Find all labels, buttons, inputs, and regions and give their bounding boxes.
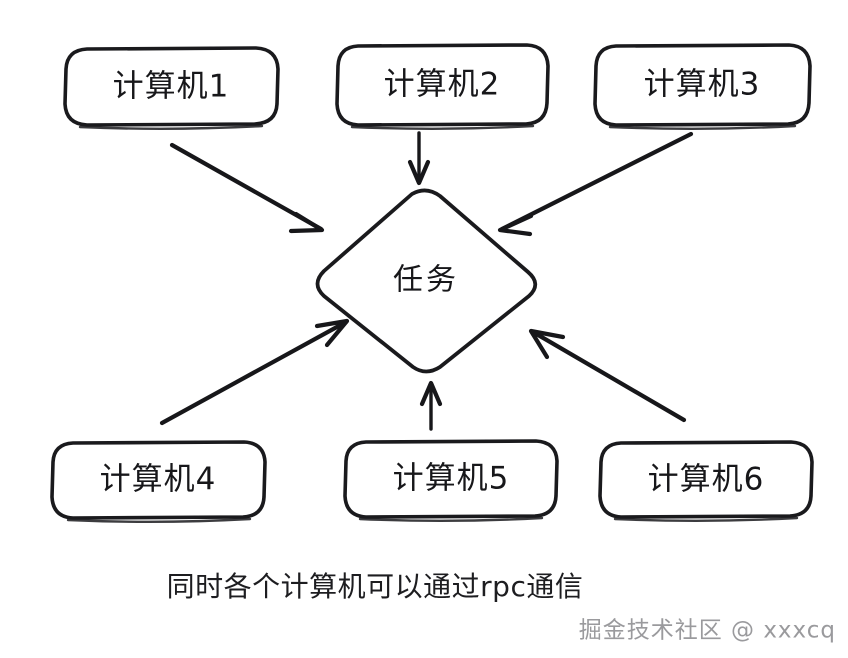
node-computer-2-outline: [335, 43, 550, 127]
edge-computer-3-to-task-line: [499, 131, 694, 232]
edge-computer-3-to-task-arrowhead: [497, 213, 534, 237]
diagram-caption: 同时各个计算机可以通过rpc通信: [167, 570, 584, 603]
node-computer-6-outline: [598, 440, 814, 519]
edge-computer-2-to-task: [407, 131, 431, 186]
node-computer-4[interactable]: 计算机4: [50, 440, 267, 523]
edge-computer-4-to-task-line: [159, 319, 349, 426]
node-computer-2-sketch-shadow: [350, 124, 535, 130]
edge-computer-5-to-task: [419, 380, 443, 431]
node-computer-6[interactable]: 计算机6: [598, 440, 814, 522]
node-computer-3-label: 计算机3: [644, 67, 761, 103]
node-computer-2[interactable]: 计算机2: [335, 43, 550, 130]
node-computer-1-outline: [63, 46, 280, 127]
node-computer-1[interactable]: 计算机1: [63, 46, 280, 130]
node-computer-3[interactable]: 计算机3: [593, 43, 812, 130]
node-computer-1-sketch-shadow: [78, 124, 264, 130]
edge-computer-6-to-task: [528, 328, 687, 423]
node-task[interactable]: 任务: [315, 188, 538, 374]
edge-computer-6-to-task-line: [530, 329, 687, 423]
watermark-label: 掘金技术社区 @ xxxcq: [579, 618, 836, 644]
node-computer-6-sketch-shadow: [613, 516, 799, 522]
edge-computer-4-to-task-arrowhead: [314, 318, 350, 348]
node-computer-4-outline: [50, 440, 267, 520]
edge-computer-3-to-task: [497, 131, 694, 237]
node-computer-4-label: 计算机4: [100, 462, 217, 498]
edge-computer-6-to-task-arrowhead: [528, 328, 566, 360]
node-task-label: 任务: [393, 263, 459, 298]
node-computer-5[interactable]: 计算机5: [343, 439, 559, 522]
edge-computer-1-to-task: [169, 142, 325, 234]
node-computer-5-label: 计算机5: [393, 461, 510, 497]
edge-computer-1-to-task-arrowhead: [288, 211, 325, 234]
node-task-outline: [315, 188, 538, 374]
node-computer-3-sketch-shadow: [608, 124, 797, 130]
node-computer-1-label: 计算机1: [113, 69, 230, 105]
edge-computer-2-to-task-arrowhead: [407, 159, 431, 186]
node-computer-2-label: 计算机2: [384, 67, 501, 103]
node-computer-4-sketch-shadow: [66, 517, 252, 523]
edge-computer-5-to-task-arrowhead: [419, 380, 443, 407]
node-computer-6-label: 计算机6: [648, 462, 765, 498]
edge-computer-4-to-task: [159, 318, 350, 426]
node-computer-5-sketch-shadow: [358, 516, 544, 522]
node-computer-3-outline: [593, 43, 812, 127]
node-computer-5-outline: [343, 439, 559, 519]
